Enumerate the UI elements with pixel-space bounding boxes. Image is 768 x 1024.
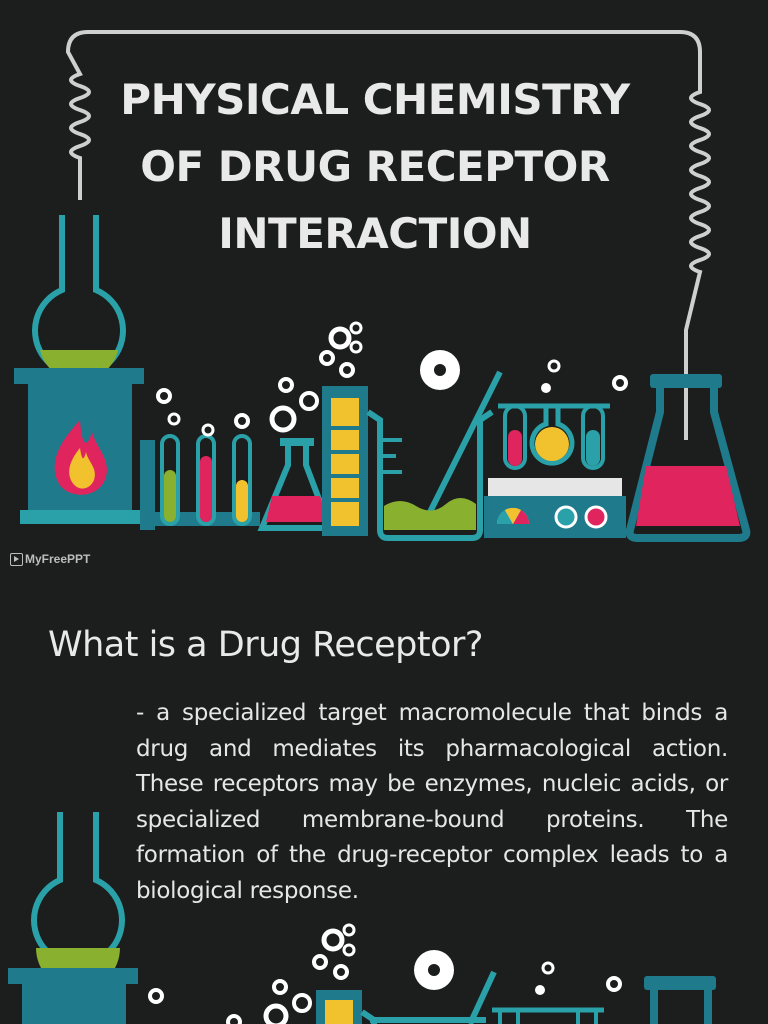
play-icon: [10, 552, 23, 566]
conical-flask-pink: [257, 377, 335, 531]
watermark-text: MyFreePPT: [25, 552, 91, 566]
slide-title: PHYSICAL CHEMISTRY OF DRUG RECEPTOR INTE…: [120, 66, 630, 267]
title-line-2: OF DRUG RECEPTOR: [140, 142, 610, 191]
watermark-logo: MyFreePPT: [10, 552, 90, 566]
hotplate-with-tubes: [484, 359, 628, 538]
flask-on-burner: [14, 215, 144, 524]
section-heading: What is a Drug Receptor?: [48, 625, 484, 665]
graduated-cylinder: [319, 321, 368, 536]
definition-paragraph: - a specialized target macromolecule tha…: [136, 700, 728, 904]
title-line-1: PHYSICAL CHEMISTRY: [120, 75, 630, 124]
bubbles-bottom: [148, 923, 716, 1024]
title-line-3: INTERACTION: [218, 209, 532, 258]
wire-frame: [65, 30, 711, 440]
beaker-green: [366, 350, 503, 541]
test-tube-rack: [140, 388, 260, 530]
erlenmeyer-flask-large: [625, 374, 751, 542]
flask-on-burner-bottom: [8, 812, 138, 1024]
